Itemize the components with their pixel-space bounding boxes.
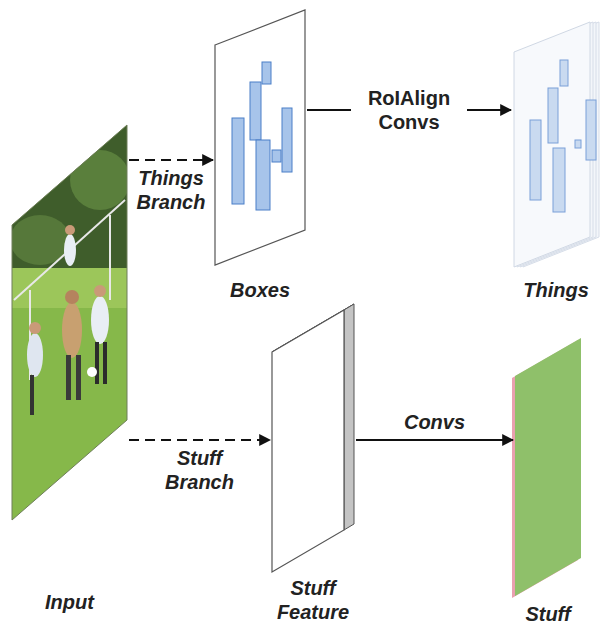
diagram-node: Input: [12, 125, 127, 520]
diagram-node: Boxes: [215, 10, 305, 265]
node-label: Stuff: [508, 602, 588, 626]
node-label: Stuff Feature: [268, 576, 358, 624]
edge-label: Convs: [390, 410, 480, 434]
input-photo: [10, 120, 130, 530]
edge-label: Things Branch: [129, 166, 213, 214]
connector-arrow: [129, 159, 213, 161]
edge-label: RoIAlign Convs: [351, 85, 467, 135]
boxes-plane: [215, 10, 305, 265]
diagram-node: Stuff: [515, 338, 581, 596]
diagram-node: Stuff Feature: [272, 304, 354, 572]
stuff-plane: [512, 338, 581, 598]
input-frame: [12, 125, 127, 520]
connector-arrow: [356, 439, 513, 441]
connector-arrow: [129, 439, 270, 441]
stuff-feature-slab: [272, 304, 354, 572]
node-label: Things: [513, 278, 599, 302]
edge-label: Stuff Branch: [158, 446, 242, 494]
diagram-node: Things: [513, 22, 599, 267]
node-label: Boxes: [205, 278, 315, 302]
node-label: Input: [12, 590, 127, 614]
box-marks: [232, 62, 292, 210]
things-stack: [514, 22, 599, 267]
